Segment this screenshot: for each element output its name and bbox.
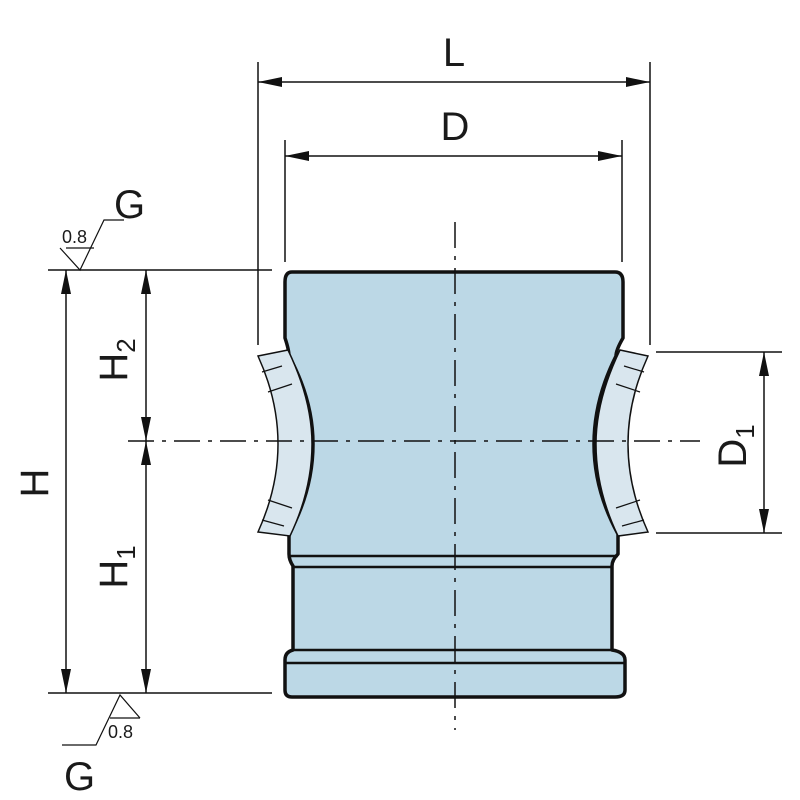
right-roller [595,349,650,537]
finish-top-value: 0.8 [62,227,87,247]
finish-bottom-symbol: G [64,755,95,799]
label-H1: H1 [92,545,141,588]
extension-lines [48,62,782,694]
dimension-L: L [258,31,650,87]
finish-top-symbol: G [114,183,145,227]
dimension-H: H [13,270,71,693]
label-L: L [443,31,465,75]
label-D1: D1 [711,424,760,467]
label-D: D [441,105,470,149]
dimension-H1: H1 [92,441,151,693]
label-H: H [13,469,57,498]
dimension-D: D [285,105,622,161]
dimension-H2: H2 [92,270,151,441]
label-H2: H2 [92,338,141,381]
dimension-D1: D1 [711,352,769,533]
finish-bottom-value: 0.8 [108,722,133,742]
surface-finish-bottom: 0.8 G [62,693,141,799]
left-roller [256,349,313,537]
surface-finish-top: 0.8 G [59,183,145,272]
